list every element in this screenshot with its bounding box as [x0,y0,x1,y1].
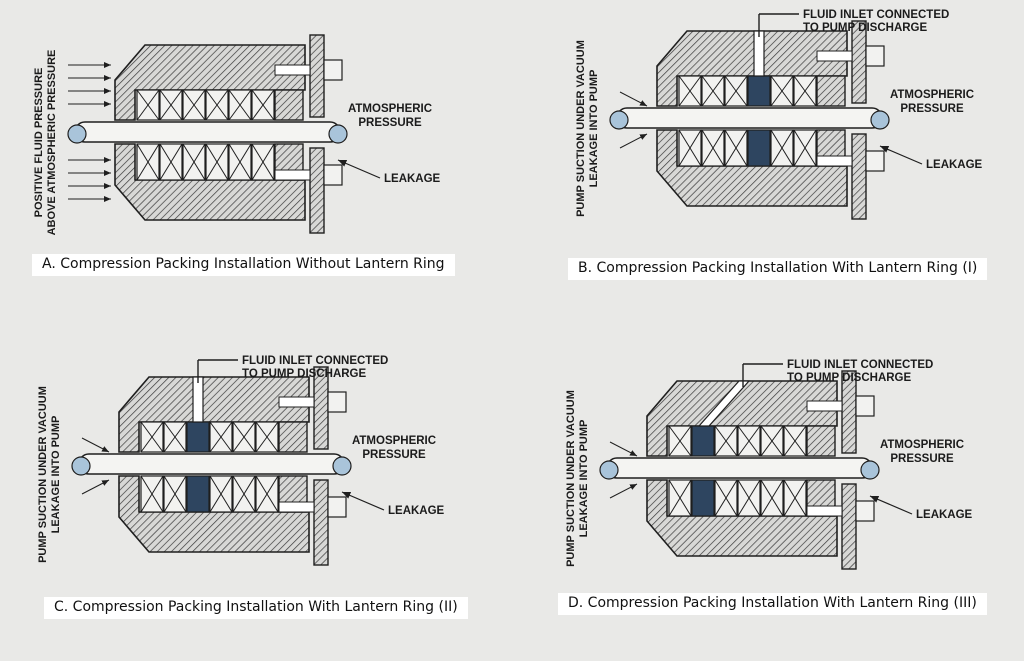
stud [278,396,315,408]
leakage-arrow [619,133,648,149]
inlet-label-line2: TO PUMP DISCHARGE [242,368,367,380]
stud-nut [855,500,875,522]
stud-nut [323,164,343,186]
leakage-pointer [879,145,923,165]
inlet-port [697,380,751,427]
shaft-end [328,124,348,144]
stud-nut [323,59,343,81]
stud [816,50,853,62]
housing-lower [114,143,306,221]
stud [806,400,843,412]
leakage-pointer [869,495,913,515]
shaft-end [860,460,880,480]
side-label-line1: POSITIVE FLUID PRESSURE [33,68,45,218]
leakage-arrow [609,483,638,499]
leakage-pointer [337,159,381,179]
side-label-line2: LEAKAGE INTO PUMP [578,420,590,538]
inlet-port [753,30,765,77]
shaft [78,453,345,475]
leakage-arrow [81,437,110,453]
shaft-end [71,456,91,476]
shaft-end [609,110,629,130]
shaft-end [599,460,619,480]
side-label-line1: PUMP SUCTION UNDER VACUUM [565,390,577,567]
atmospheric-label-line2: PRESSURE [362,449,426,461]
atmospheric-label-line2: PRESSURE [358,117,422,129]
housing-lower [656,129,848,207]
lantern-ring [747,75,771,107]
lantern-ring [186,475,210,513]
gland-follower [274,89,304,121]
caption-d: D. Compression Packing Installation With… [558,593,987,615]
gland-follower [816,75,846,107]
caption-b: B. Compression Packing Installation With… [568,258,988,280]
gland-flange [841,483,857,570]
caption-a: A. Compression Packing Installation With… [32,254,455,276]
leakage-pointer [341,491,385,511]
leakage-label: LEAKAGE [384,173,441,185]
side-label-line1: PUMP SUCTION UNDER VACUUM [37,386,49,563]
leakage-label: LEAKAGE [916,509,973,521]
side-label-line1: PUMP SUCTION UNDER VACUUM [575,40,587,217]
stud [274,64,311,76]
stud [806,505,843,517]
leakage-arrow [609,441,638,457]
stud-nut [327,391,347,413]
stud-nut [865,45,885,67]
leakage-label: LEAKAGE [926,159,983,171]
atmospheric-label-line2: PRESSURE [890,453,954,465]
side-label-line2: LEAKAGE INTO PUMP [588,70,600,188]
leakage-label: LEAKAGE [388,505,445,517]
stud [274,169,311,181]
caption-c: C. Compression Packing Installation With… [44,597,468,619]
leakage-arrow [81,479,110,495]
stud [816,155,853,167]
housing-lower [118,475,310,553]
inlet-label-line2: TO PUMP DISCHARGE [787,372,912,384]
side-label-line2: LEAKAGE INTO PUMP [50,416,62,534]
shaft-end [870,110,890,130]
shaft [616,107,883,129]
atmospheric-label-line2: PRESSURE [900,103,964,115]
inlet-port [192,376,204,423]
lantern-ring [747,129,771,167]
lantern-ring [691,425,715,457]
gland-flange [851,133,867,220]
atmospheric-label-line1: ATMOSPHERIC [352,435,436,447]
gland-follower [278,421,308,453]
shaft [606,457,873,479]
shaft-end [332,456,352,476]
inlet-label-line1: FLUID INLET CONNECTED [787,359,933,371]
gland-flange [309,34,325,118]
leakage-arrow [619,91,648,107]
atmospheric-label-line1: ATMOSPHERIC [890,89,974,101]
stud-nut [327,496,347,518]
inlet-label-line1: FLUID INLET CONNECTED [803,9,949,21]
stud-nut [855,395,875,417]
stud-nut [865,150,885,172]
atmospheric-label-line1: ATMOSPHERIC [880,439,964,451]
gland-flange [313,479,329,566]
shaft-end [67,124,87,144]
lantern-ring [691,479,715,517]
inlet-label-line1: FLUID INLET CONNECTED [242,355,388,367]
gland-follower [806,425,836,457]
inlet-label-line2: TO PUMP DISCHARGE [803,22,928,34]
stud [278,501,315,513]
housing-lower [646,479,838,557]
shaft [74,121,341,143]
gland-flange [309,147,325,234]
side-label-line2: ABOVE ATMOSPHERIC PRESSURE [46,50,58,236]
lantern-ring [186,421,210,453]
atmospheric-label-line1: ATMOSPHERIC [348,103,432,115]
